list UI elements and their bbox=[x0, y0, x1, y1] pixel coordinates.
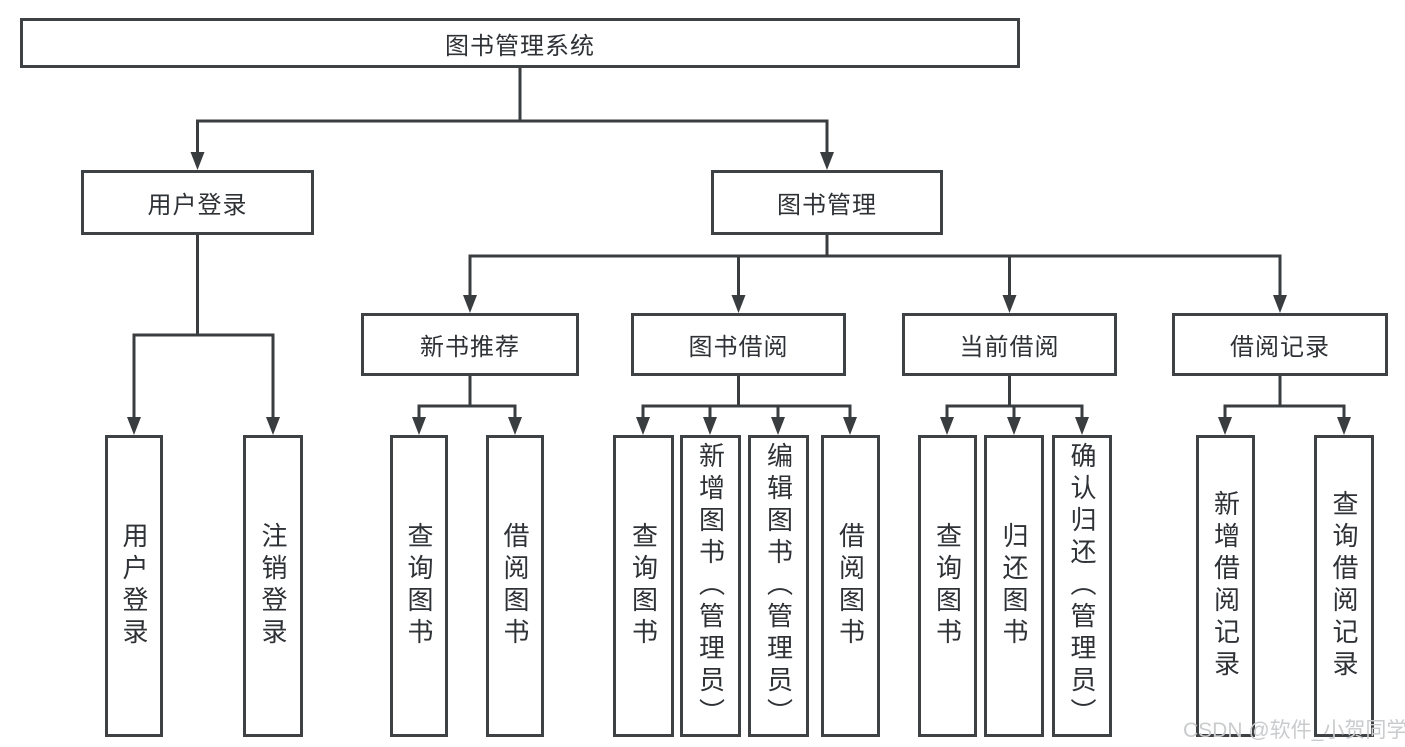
node-label: 当前借阅 bbox=[959, 334, 1060, 361]
node-label: 新增借阅记录 bbox=[1210, 490, 1241, 682]
node-label: 新增图书（管理员） bbox=[695, 442, 726, 730]
node-label: 编辑图书（管理员） bbox=[763, 442, 794, 730]
arrowhead bbox=[463, 295, 477, 313]
arrowhead bbox=[1218, 417, 1232, 435]
node-book-borrowing: 图书借阅 bbox=[631, 313, 846, 376]
leaf-query-books-1: 查询图书 bbox=[390, 435, 448, 737]
node-book-management-branch: 图书管理 bbox=[711, 170, 943, 235]
node-current-borrowing: 当前借阅 bbox=[902, 313, 1117, 376]
leaf-add-borrow-record: 新增借阅记录 bbox=[1196, 435, 1255, 737]
node-label: 确认归还（管理员） bbox=[1067, 442, 1097, 730]
arrowhead bbox=[412, 417, 426, 435]
arrowhead bbox=[636, 417, 650, 435]
node-label: 借阅记录 bbox=[1230, 334, 1330, 361]
node-new-book-recommend: 新书推荐 bbox=[361, 313, 579, 376]
leaf-query-books-3: 查询图书 bbox=[918, 435, 977, 737]
node-label: 查询借阅记录 bbox=[1329, 490, 1359, 682]
node-label: 查询图书 bbox=[628, 522, 659, 650]
arrowhead bbox=[190, 152, 205, 170]
leaf-query-books-2: 查询图书 bbox=[613, 435, 674, 737]
leaf-borrow-books-2: 借阅图书 bbox=[821, 435, 880, 737]
node-label: 归还图书 bbox=[999, 522, 1029, 650]
csdn-watermark: CSDN @软件_小贺同学 bbox=[1183, 719, 1405, 742]
node-label: 图书管理 bbox=[777, 192, 877, 219]
arrowhead bbox=[266, 417, 280, 435]
arrowhead bbox=[127, 417, 141, 435]
arrowhead bbox=[508, 417, 522, 435]
node-borrow-records: 借阅记录 bbox=[1172, 313, 1388, 376]
leaf-add-books-admin: 新增图书（管理员） bbox=[680, 435, 741, 737]
arrowhead bbox=[1337, 417, 1351, 435]
leaf-logout: 注销登录 bbox=[243, 435, 303, 737]
arrowhead bbox=[1273, 295, 1287, 313]
node-label: 用户登录 bbox=[119, 522, 149, 650]
node-label: 查询图书 bbox=[932, 522, 963, 650]
node-library-management-system: 图书管理系统 bbox=[20, 18, 1020, 68]
arrowhead bbox=[1002, 295, 1017, 313]
arrowhead bbox=[843, 417, 857, 435]
node-label: 图书管理系统 bbox=[445, 32, 595, 60]
arrowhead bbox=[731, 295, 746, 313]
arrowhead bbox=[940, 417, 954, 435]
arrowhead bbox=[1075, 417, 1089, 435]
leaf-return-books: 归还图书 bbox=[984, 435, 1044, 737]
leaf-borrow-books-1: 借阅图书 bbox=[486, 435, 544, 737]
arrowhead bbox=[1007, 417, 1021, 435]
arrowhead bbox=[820, 152, 834, 170]
node-label: 查询图书 bbox=[404, 522, 434, 650]
node-label: 图书借阅 bbox=[688, 334, 789, 361]
node-label: 注销登录 bbox=[258, 522, 288, 650]
node-label: 借阅图书 bbox=[500, 522, 530, 650]
leaf-user-login: 用户登录 bbox=[105, 435, 163, 737]
node-label: 用户登录 bbox=[147, 192, 248, 219]
arrowhead bbox=[771, 417, 785, 435]
node-label: 新书推荐 bbox=[420, 334, 520, 361]
leaf-query-borrow-record: 查询借阅记录 bbox=[1314, 435, 1374, 737]
leaf-confirm-return-admin: 确认归还（管理员） bbox=[1052, 435, 1112, 737]
node-label: 借阅图书 bbox=[835, 522, 866, 650]
arrowhead bbox=[703, 417, 717, 435]
leaf-edit-books-admin: 编辑图书（管理员） bbox=[748, 435, 809, 737]
node-user-login-branch: 用户登录 bbox=[81, 170, 314, 235]
